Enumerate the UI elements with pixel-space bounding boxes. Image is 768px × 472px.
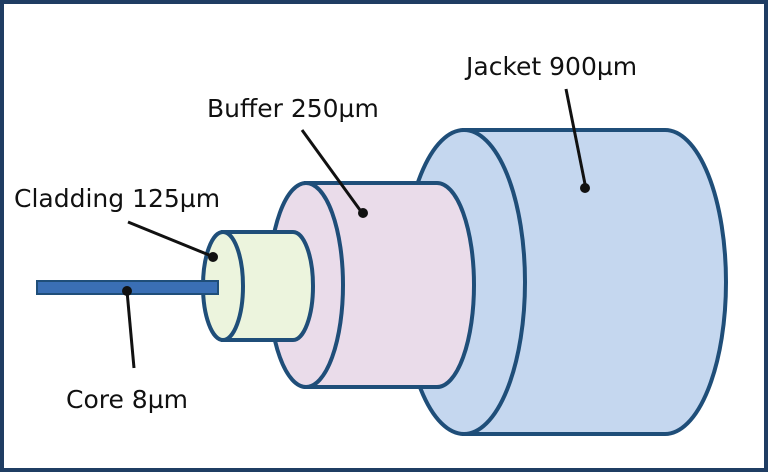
core-leader bbox=[122, 286, 136, 369]
jacket-leader bbox=[564, 88, 590, 193]
cladding-layer bbox=[201, 230, 315, 342]
buffer-leader bbox=[300, 129, 368, 218]
cladding-leader-dot bbox=[208, 252, 218, 262]
buffer-leader-dot bbox=[358, 208, 368, 218]
jacket-label: Jacket 900µm bbox=[464, 52, 637, 81]
buffer-label: Buffer 250µm bbox=[207, 94, 379, 123]
jacket-body bbox=[462, 128, 728, 436]
cable-cross-section-svg: Jacket 900µm Buffer 250µm Cladding 125µm… bbox=[14, 52, 728, 436]
cladding-label: Cladding 125µm bbox=[14, 184, 220, 213]
jacket-leader-dot bbox=[580, 183, 590, 193]
core-leader-dot bbox=[122, 286, 132, 296]
cladding-body bbox=[221, 230, 315, 342]
buffer-body bbox=[304, 181, 476, 389]
cladding-leader bbox=[127, 220, 218, 262]
core-label: Core 8µm bbox=[66, 385, 188, 414]
